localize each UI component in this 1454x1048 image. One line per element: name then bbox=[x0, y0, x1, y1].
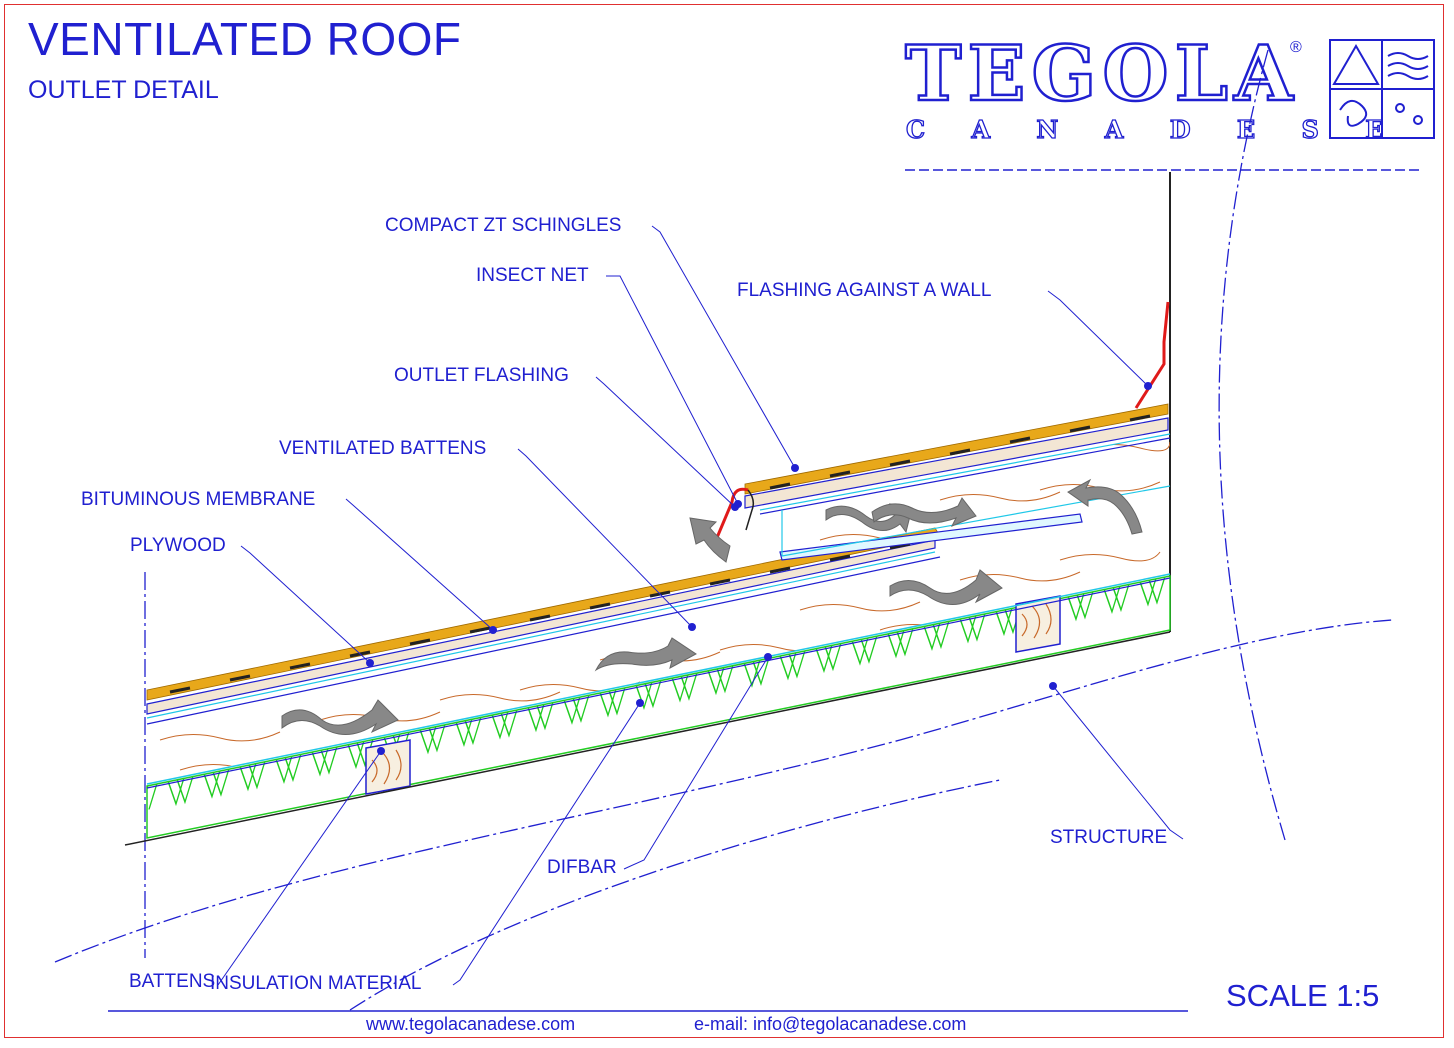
outlet-flashing bbox=[714, 487, 749, 541]
footer-email-link[interactable]: e-mail: info@tegolacanadese.com bbox=[694, 1014, 967, 1034]
label-compact-zt-shingles: COMPACT ZT SCHINGLES bbox=[385, 215, 622, 236]
label-battens: BATTENS bbox=[129, 971, 216, 992]
ventilated-batten bbox=[779, 513, 1083, 561]
plywood-lower bbox=[146, 539, 936, 715]
drawing-subtitle: OUTLET DETAIL bbox=[28, 76, 219, 104]
label-insect-net: INSECT NET bbox=[476, 265, 589, 286]
structure-curve-2 bbox=[1218, 49, 1286, 841]
leader-lines bbox=[217, 225, 1184, 986]
batten-block bbox=[365, 739, 411, 795]
airflow-arrows bbox=[281, 478, 1143, 735]
label-structure: STRUCTURE bbox=[1050, 827, 1168, 848]
label-plywood: PLYWOOD bbox=[130, 535, 226, 556]
label-flashing-against-wall: FLASHING AGAINST A WALL bbox=[737, 280, 992, 301]
label-difbar: DIFBAR bbox=[547, 857, 617, 878]
drawing-title: VENTILATED ROOF bbox=[28, 13, 462, 65]
structure-curve bbox=[54, 619, 1393, 963]
drawing-frame bbox=[4, 4, 1444, 1038]
label-outlet-flashing: OUTLET FLASHING bbox=[394, 365, 569, 386]
shingles-upper bbox=[744, 403, 1169, 495]
structure-curve-3 bbox=[349, 779, 1001, 1011]
batten-block-2 bbox=[1015, 595, 1061, 653]
wall-flashing bbox=[1134, 301, 1170, 409]
label-ventilated-battens: VENTILATED BATTENS bbox=[279, 438, 487, 459]
label-bituminous-membrane: BITUMINOUS MEMBRANE bbox=[81, 489, 316, 510]
footer-website-link[interactable]: www.tegolacanadese.com bbox=[366, 1014, 576, 1034]
leader-dots bbox=[366, 382, 1152, 755]
label-insulation-material: INSULATION MATERIAL bbox=[210, 973, 422, 994]
plywood-upper bbox=[744, 417, 1169, 509]
drawing-scale: SCALE 1:5 bbox=[1226, 978, 1380, 1013]
